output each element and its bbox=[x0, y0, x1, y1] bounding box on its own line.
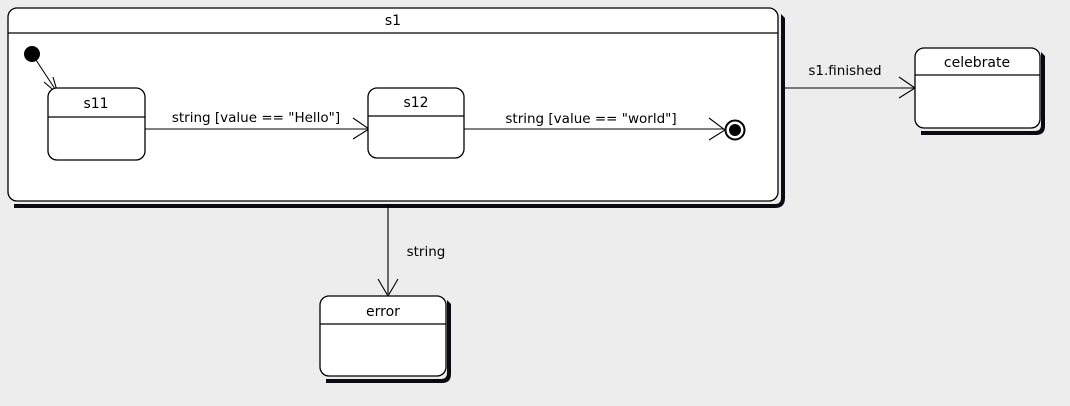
transition-s12-to-final-label: string [value == "world"] bbox=[505, 111, 676, 127]
transition-s1-to-error[interactable]: string bbox=[377, 205, 446, 298]
final-state-ring bbox=[724, 119, 746, 141]
state-celebrate[interactable]: celebrate bbox=[914, 47, 1045, 135]
state-s11-title: s11 bbox=[83, 96, 108, 112]
transition-s11-to-s12-label: string [value == "Hello"] bbox=[172, 110, 340, 126]
transition-s12-to-final[interactable]: string [value == "world"] bbox=[464, 111, 726, 141]
state-celebrate-body bbox=[914, 47, 1041, 129]
state-error[interactable]: error bbox=[319, 295, 451, 383]
state-celebrate-title: celebrate bbox=[944, 55, 1010, 71]
state-s12-body bbox=[367, 87, 465, 159]
transition-s11-to-s12[interactable]: string [value == "Hello"] bbox=[145, 110, 371, 140]
transition-s1-to-error-label: string bbox=[407, 244, 446, 260]
final-state-node[interactable] bbox=[724, 119, 746, 141]
transition-s1-to-celebrate-label: s1.finished bbox=[808, 63, 881, 79]
state-error-title: error bbox=[366, 304, 400, 320]
transition-initial-to-s11-line bbox=[35, 59, 58, 93]
state-s12-title: s12 bbox=[403, 95, 428, 111]
final-state-icon bbox=[729, 124, 741, 136]
initial-state-icon bbox=[24, 46, 40, 62]
state-s11[interactable]: s11 bbox=[47, 87, 146, 161]
state-s11-body bbox=[47, 87, 146, 161]
state-s12[interactable]: s12 bbox=[367, 87, 465, 159]
initial-state-node[interactable] bbox=[24, 46, 40, 62]
state-error-body bbox=[319, 295, 447, 377]
composite-state-s1-title: s1 bbox=[385, 13, 401, 29]
transition-s1-to-celebrate[interactable]: s1.finished bbox=[785, 63, 917, 99]
